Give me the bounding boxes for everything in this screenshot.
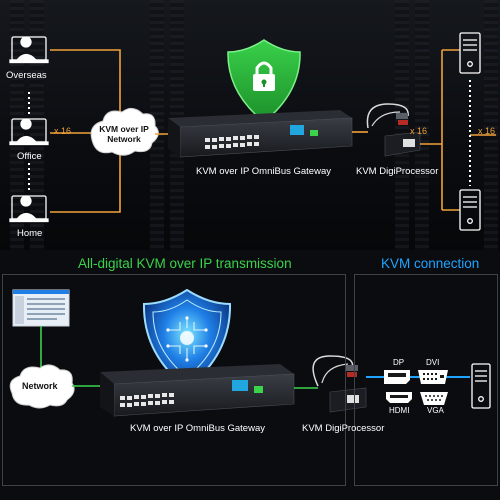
server-tower-icon-top	[459, 32, 481, 74]
vga-port-icon	[420, 392, 448, 405]
kvm-connection-heading: KVM connection	[381, 256, 480, 271]
office-label: Office	[17, 151, 42, 162]
digiprocessor-label: KVM DigiProcessor	[356, 166, 439, 177]
omnibus-gateway-device	[168, 110, 353, 158]
overseas-station-icon	[9, 36, 49, 64]
cloud-label: KVM over IP Network	[99, 124, 149, 144]
dp-port-icon	[384, 370, 410, 384]
hdmi-port-icon	[386, 392, 412, 403]
user-network-lines	[50, 49, 121, 213]
home-station-icon	[9, 195, 49, 223]
office-station-icon	[9, 118, 49, 146]
management-monitor-icon	[12, 289, 70, 327]
digiprocessor-multiplier-label: x 16	[410, 126, 428, 136]
hdmi-port-label: HDMI	[389, 406, 410, 415]
home-label: Home	[17, 228, 43, 239]
digital-transmission-panel	[2, 274, 346, 486]
dvi-port-icon	[418, 370, 448, 384]
kvm-over-ip-network-cloud	[90, 108, 159, 156]
digital-transmission-heading: All-digital KVM over IP transmission	[78, 256, 292, 271]
digiprocessor-device-bottom	[312, 355, 367, 413]
server-tower-icon-kvm	[471, 363, 491, 409]
overseas-label: Overseas	[6, 70, 47, 81]
dvi-port-label: DVI	[426, 358, 440, 367]
network-label: Network	[22, 381, 58, 391]
dp-port-label: DP	[393, 358, 405, 367]
digiprocessor-label-bottom: KVM DigiProcessor	[302, 423, 385, 434]
network-cloud	[9, 364, 75, 409]
security-shield-icon	[227, 39, 301, 123]
server-tower-icon-bottom	[459, 189, 481, 231]
servers-bracket	[441, 49, 496, 211]
gateway-label-bottom: KVM over IP OmniBus Gateway	[130, 423, 265, 434]
servers-multiplier-label: x 16	[478, 126, 496, 136]
kvm-connection-panel	[354, 274, 498, 486]
gateway-label: KVM over IP OmniBus Gateway	[196, 166, 331, 177]
omnibus-gateway-device-bottom	[100, 364, 295, 417]
office-multiplier-label: x 16	[54, 126, 72, 136]
digiprocessor-device	[366, 103, 421, 157]
vga-port-label: VGA	[427, 406, 444, 415]
